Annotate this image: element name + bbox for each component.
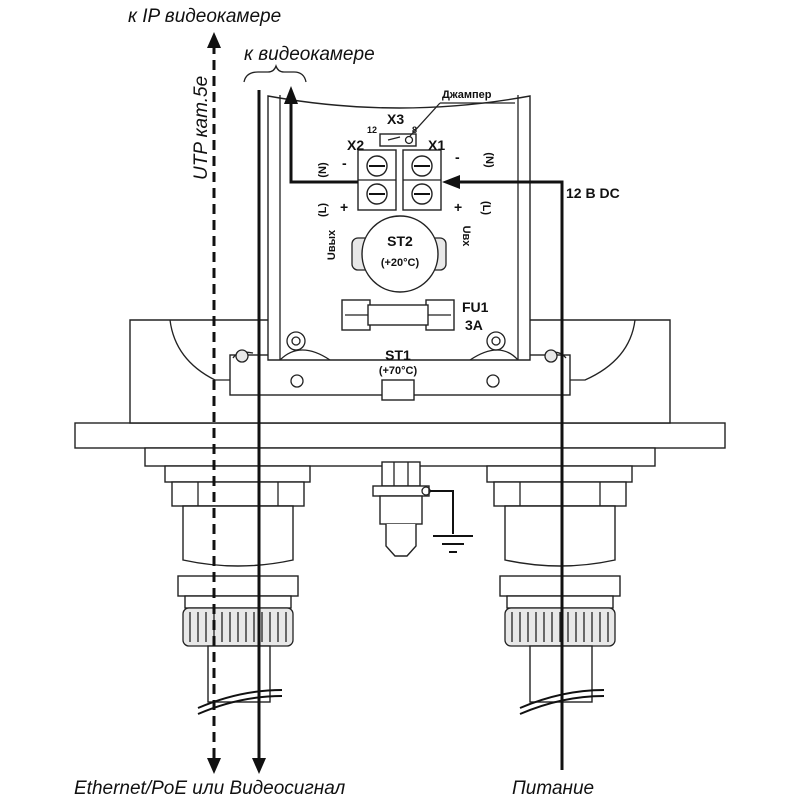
plus-left: +: [340, 199, 348, 215]
x3-pin-8: 8: [412, 125, 417, 135]
x2-label: X2: [347, 137, 364, 153]
right-cable-gland: [486, 465, 633, 715]
u-in: Uвх: [460, 226, 472, 248]
left-cable-gland: [164, 465, 311, 715]
st2-thermostat: ST2 (+20°C): [351, 215, 447, 293]
x1-label: X1: [428, 137, 445, 153]
x3-label: X3: [387, 111, 404, 127]
mounting-bracket: [229, 349, 571, 401]
to-ip-camera-label: к IP видеокамере: [128, 6, 281, 27]
camera-power-wire: [284, 86, 358, 184]
l-left: (L): [317, 203, 329, 217]
fu1-label: FU1: [462, 299, 489, 315]
st1-label: ST1: [385, 347, 411, 363]
ethernet-poe-label: Ethernet/PoE или Видеосигнал: [74, 778, 346, 799]
x2-polarity: (N) - + (L) Uвых: [317, 155, 348, 260]
st2-label: ST2: [387, 233, 413, 249]
x1-terminal: X1: [402, 137, 445, 211]
n-right: (N): [483, 152, 495, 168]
minus-right: -: [455, 149, 460, 165]
plus-right: +: [454, 199, 462, 215]
power-input-wire: 12 В DC: [442, 175, 620, 770]
utp-cable-label: UTP кат.5e: [191, 76, 212, 180]
minus-left: -: [342, 155, 347, 171]
ground-symbol-icon: [433, 535, 473, 553]
fu1-rating: 3A: [465, 317, 483, 333]
power-label: Питание: [512, 778, 594, 799]
x2-terminal: X2: [347, 137, 397, 211]
jumper-label: Джампер: [442, 89, 492, 101]
power-12v-label: 12 В DC: [566, 185, 620, 201]
fu1-fuse: FU1 3A: [341, 299, 489, 333]
x3-pin-12: 12: [367, 125, 377, 135]
arrowhead-icon: [442, 175, 460, 189]
n-left: (N): [317, 162, 329, 178]
ground-stud: [372, 461, 454, 557]
arrowhead-icon: [284, 86, 298, 104]
video-cable: [252, 90, 266, 774]
st1-temp: (+70°C): [379, 365, 418, 377]
arrowhead-icon: [207, 758, 221, 774]
to-camera-label: к видеокамере: [244, 44, 375, 65]
u-out: Uвых: [326, 229, 338, 260]
camera-brace: [243, 63, 307, 83]
arrowhead-icon: [252, 758, 266, 774]
l-right: (L): [480, 201, 492, 215]
arrowhead-icon: [207, 32, 221, 48]
st2-temp: (+20°C): [381, 257, 420, 269]
st1-thermostat: ST1 (+70°C): [379, 347, 418, 377]
x3-jumper-header: X3 12 8 Джампер: [367, 89, 515, 147]
x1-polarity: (N) - + (L) Uвх: [454, 149, 495, 247]
utp-cable: [207, 32, 221, 774]
